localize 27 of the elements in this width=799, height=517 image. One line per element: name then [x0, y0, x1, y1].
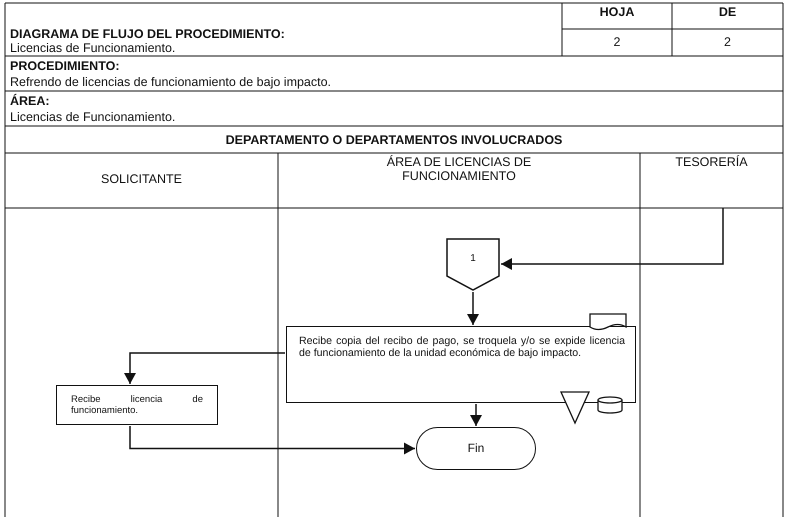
header-text: DEPARTAMENTO O DEPARTAMENTOS INVOLUCRADOS	[224, 133, 564, 147]
process-box	[56, 385, 218, 425]
node-label: 1	[470, 253, 476, 264]
step-text: Recibe copia del recibo de pago, se troquela y/o se expide licencia de funcionamiento de la unidad económica de bajo impacto.	[299, 335, 625, 359]
off-page-connector	[446, 238, 500, 291]
node-label: Fin	[468, 443, 484, 454]
lane-header: SOLICITANTE	[100, 172, 184, 186]
arrow	[470, 404, 482, 426]
process-box	[286, 326, 636, 403]
header-text: 2	[723, 35, 732, 49]
header-title: DIAGRAMA DE FLUJO DEL PROCEDIMIENTO:	[10, 27, 285, 41]
header-text: Refrendo de licencias de funcionamiento de bajo impacto.	[10, 75, 332, 89]
header-text: Licencias de Funcionamiento.	[10, 41, 176, 55]
terminator	[416, 427, 536, 470]
arrow	[467, 292, 479, 325]
header-text: Licencias de Funcionamiento.	[10, 110, 176, 124]
arrow	[124, 352, 285, 384]
header-text: 2	[612, 35, 622, 49]
column-header: DE	[718, 5, 738, 19]
header-text: ÁREA:	[10, 94, 51, 108]
lane-header: TESORERÍA	[674, 155, 749, 169]
arrow	[501, 208, 724, 270]
header-text: PROCEDIMIENTO:	[10, 59, 120, 73]
lane-header: ÁREA DE LICENCIAS DE FUNCIONAMIENTO	[386, 155, 532, 183]
column-header: HOJA	[598, 5, 636, 19]
arrow	[129, 426, 415, 454]
step-text: Recibe licencia de funcionamiento.	[71, 394, 203, 416]
